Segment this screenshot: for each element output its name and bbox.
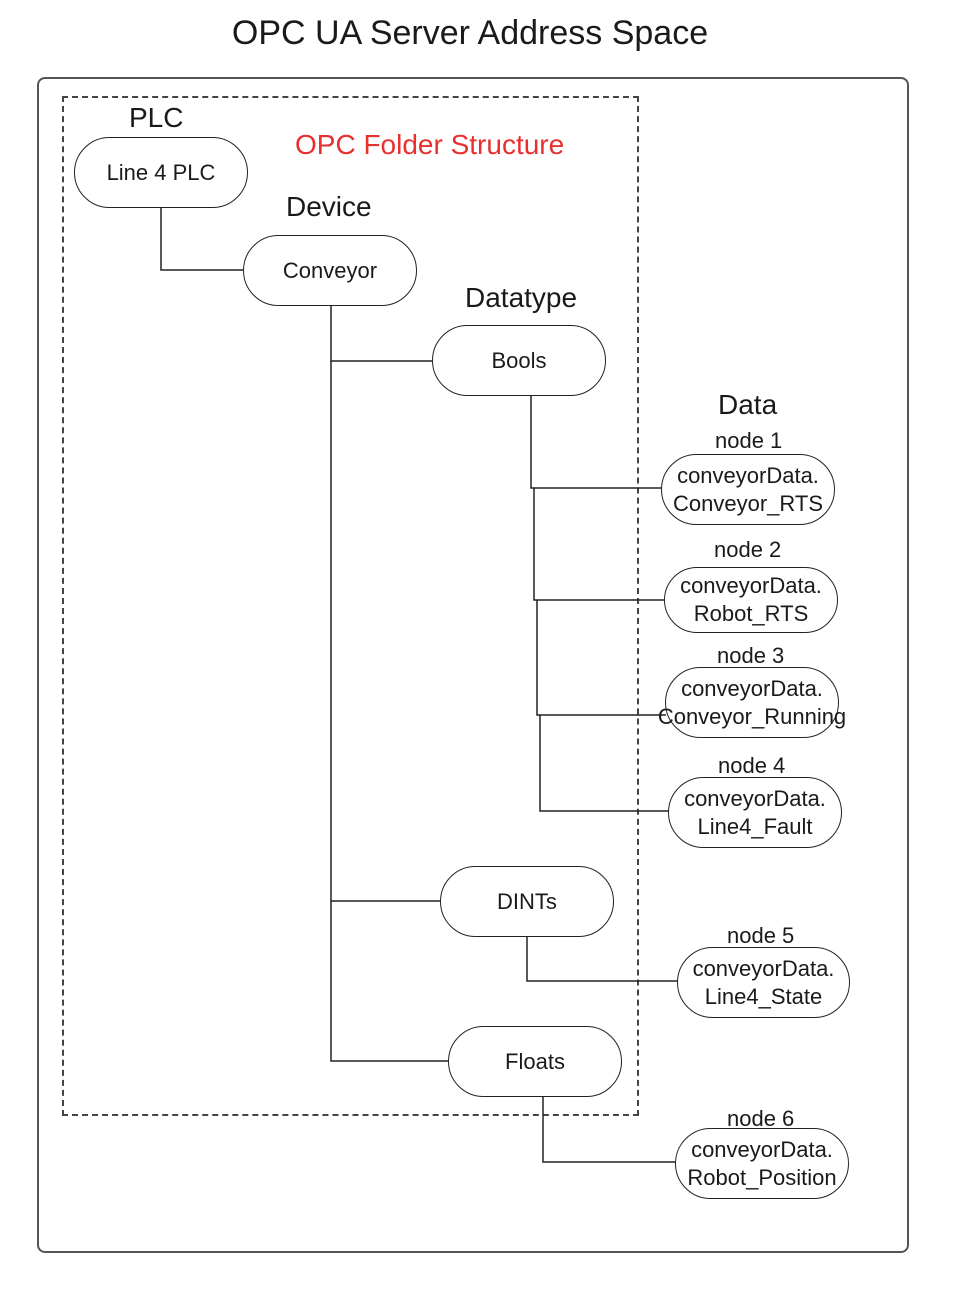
bools-node-label: Bools xyxy=(491,347,547,373)
connector-bools-node3 xyxy=(536,600,666,716)
data-node-6[interactable]: conveyorData. Robot_Position xyxy=(675,1128,849,1199)
data-node-5-line1: conveyorData. xyxy=(692,955,835,981)
data-node-6-line1: conveyorData. xyxy=(691,1136,833,1162)
data-node-4-line2: Line4_Fault xyxy=(697,813,813,839)
floats-node[interactable]: Floats xyxy=(448,1026,622,1097)
bools-node[interactable]: Bools xyxy=(432,325,606,396)
plc-node[interactable]: Line 4 PLC xyxy=(74,137,248,208)
floats-node-label: Floats xyxy=(505,1048,565,1074)
node4-label: node 4 xyxy=(718,753,786,778)
connector-device-bools xyxy=(330,306,433,362)
data-node-2[interactable]: conveyorData. Robot_RTS xyxy=(664,567,838,633)
data-heading: Data xyxy=(718,389,778,420)
connector-dints-node5 xyxy=(526,936,678,982)
connector-plc-device xyxy=(160,207,244,271)
data-node-3[interactable]: conveyorData. Conveyor_Running xyxy=(658,667,846,738)
data-node-2-line2: Robot_RTS xyxy=(693,601,809,626)
data-node-1-line1: conveyorData. xyxy=(677,462,819,488)
data-node-1[interactable]: conveyorData. Conveyor_RTS xyxy=(661,454,835,525)
data-node-4-line1: conveyorData. xyxy=(684,785,826,811)
dints-node-label: DINTs xyxy=(497,888,557,914)
node1-label: node 1 xyxy=(715,428,783,453)
data-node-4[interactable]: conveyorData. Line4_Fault xyxy=(668,777,842,848)
server-address-space-frame xyxy=(37,77,909,1253)
plc-node-label: Line 4 PLC xyxy=(106,159,216,185)
dints-node[interactable]: DINTs xyxy=(440,866,614,937)
connector-device-dints xyxy=(330,361,441,902)
connector-bools-node2 xyxy=(533,488,665,601)
data-node-1-line2: Conveyor_RTS xyxy=(673,490,823,516)
device-node-label: Conveyor xyxy=(282,257,378,283)
data-node-3-line1: conveyorData. xyxy=(681,675,823,701)
node6-label: node 6 xyxy=(727,1106,795,1131)
node3-label: node 3 xyxy=(717,643,785,668)
folder-structure-label: OPC Folder Structure xyxy=(295,129,565,160)
data-node-6-line2: Robot_Position xyxy=(687,1164,837,1190)
data-node-3-line2: Conveyor_Running xyxy=(657,703,847,729)
data-node-5-line2: Line4_State xyxy=(704,983,823,1009)
connector-bools-node4 xyxy=(539,715,669,812)
diagram-title: OPC UA Server Address Space xyxy=(231,14,709,52)
connector-bools-node1 xyxy=(530,396,662,489)
connector-floats-node6 xyxy=(542,1096,676,1163)
data-node-5[interactable]: conveyorData. Line4_State xyxy=(677,947,850,1018)
device-heading: Device xyxy=(286,191,372,222)
connector-device-floats xyxy=(330,901,449,1062)
node5-label: node 5 xyxy=(727,923,795,948)
plc-heading: PLC xyxy=(129,102,184,133)
datatype-heading: Datatype xyxy=(465,282,578,313)
data-node-2-line1: conveyorData. xyxy=(680,573,822,598)
folder-structure-boundary xyxy=(62,96,639,1116)
device-node[interactable]: Conveyor xyxy=(243,235,417,306)
node2-label: node 2 xyxy=(714,537,782,562)
